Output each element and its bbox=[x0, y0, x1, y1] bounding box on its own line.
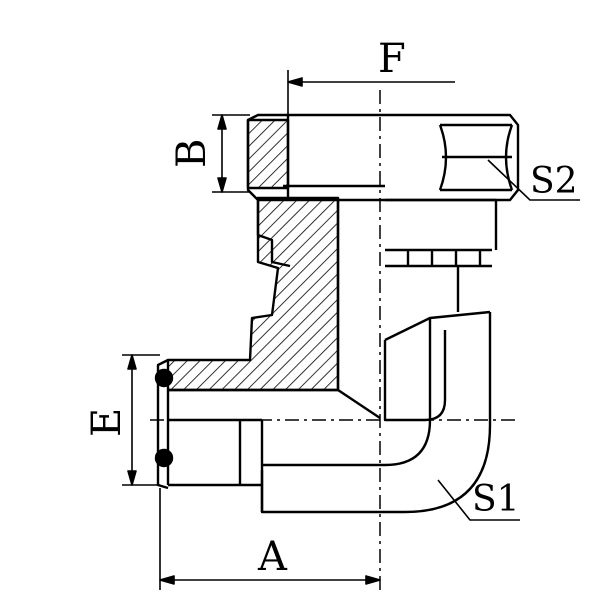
label-s2: S2 bbox=[530, 161, 578, 202]
label-s1: S1 bbox=[472, 479, 520, 520]
swivel-hex-nut bbox=[246, 113, 520, 202]
centre-lines bbox=[150, 90, 518, 590]
label-f: F bbox=[378, 36, 406, 82]
nut-skirt-right bbox=[385, 198, 498, 250]
dimension-f bbox=[287, 70, 455, 115]
body-section-hatch bbox=[166, 196, 340, 392]
dimension-b bbox=[212, 114, 250, 193]
label-b: B bbox=[169, 139, 215, 168]
o-ring-upper bbox=[154, 368, 174, 388]
nut-skirt bbox=[256, 200, 291, 268]
label-e: E bbox=[84, 408, 130, 437]
nut-section-hatch bbox=[246, 118, 290, 190]
leader-s2 bbox=[487, 159, 580, 201]
label-a: A bbox=[257, 534, 288, 580]
leader-s1 bbox=[437, 479, 520, 521]
dimension-a bbox=[159, 488, 381, 590]
nut-thread-rings bbox=[385, 248, 492, 312]
dimension-e bbox=[122, 354, 160, 486]
o-ring-lower bbox=[154, 448, 174, 468]
